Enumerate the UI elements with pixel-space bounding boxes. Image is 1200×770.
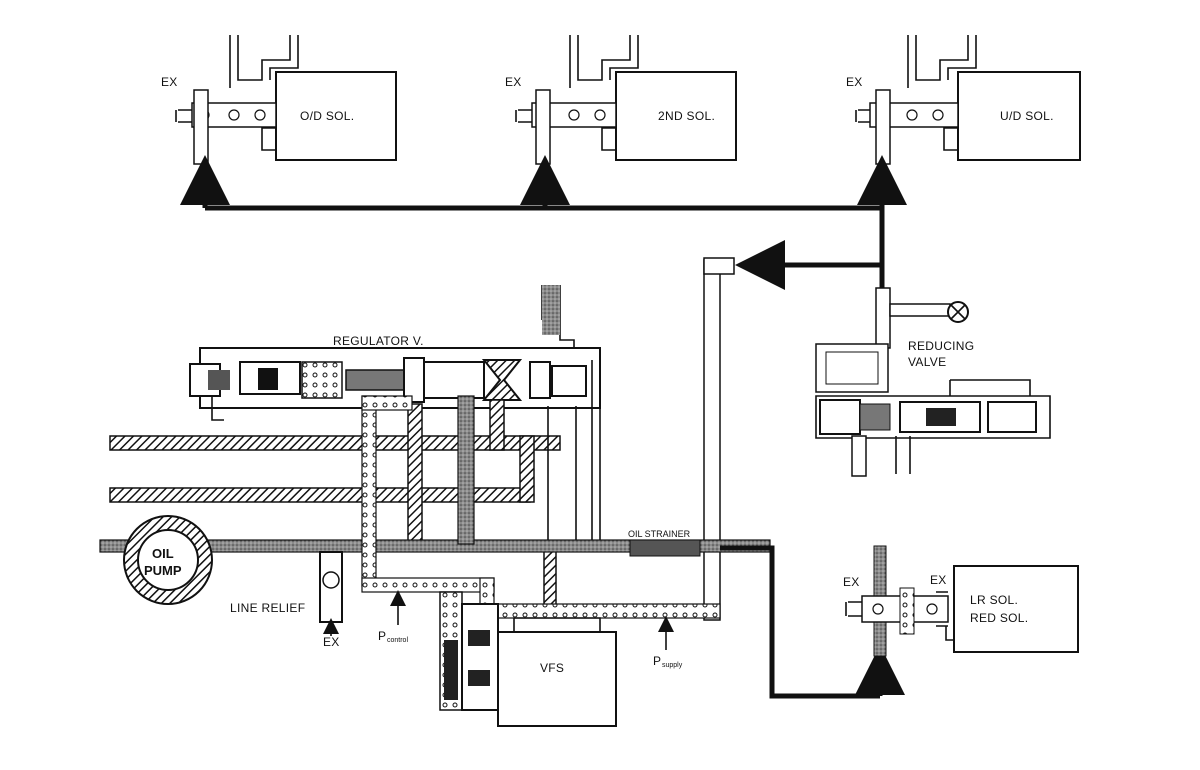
reducing-valve: REDUCING VALVE <box>815 287 1051 477</box>
second-solenoid: 2ND SOL. EX <box>505 35 737 165</box>
line-relief-label: LINE RELIEF <box>230 601 305 615</box>
oil-pump-label-2: PUMP <box>144 563 182 578</box>
supply-channel-vertical <box>703 257 735 621</box>
ud-sol-label: U/D SOL. <box>1000 109 1054 123</box>
lr-sol-label: LR SOL. <box>970 593 1018 607</box>
vfs-label: VFS <box>540 661 564 675</box>
second-sol-label: 2ND SOL. <box>658 109 715 123</box>
vfs-solenoid: VFS <box>439 591 617 727</box>
regulator-label: REGULATOR V. <box>333 334 424 348</box>
ud-solenoid: U/D SOL. EX <box>846 35 1081 165</box>
red-sol-label: RED SOL. <box>970 611 1028 625</box>
lr-ex-right-label: EX <box>930 573 947 587</box>
p-supply: P supply <box>653 616 683 669</box>
oil-pump: OIL PUMP <box>123 515 213 605</box>
od-solenoid: O/D SOL. EX <box>161 35 397 165</box>
reducing-label-1: REDUCING <box>908 339 974 353</box>
p-supply-main: P <box>653 654 661 668</box>
ud-ex-label: EX <box>846 75 863 89</box>
lr-red-solenoid: LR SOL. RED SOL. EX EX <box>843 545 1079 657</box>
p-supply-sub: supply <box>662 662 683 669</box>
hydraulic-lines: OIL STRAINER <box>99 360 905 699</box>
p-control: P control <box>378 590 408 644</box>
lr-ex-left-label: EX <box>843 575 860 589</box>
line-relief-valve: LINE RELIEF EX <box>230 551 343 649</box>
od-ex-label: EX <box>161 75 178 89</box>
p-control-sub: control <box>387 637 408 644</box>
reducing-label-2: VALVE <box>908 355 946 369</box>
oil-strainer-label: OIL STRAINER <box>628 529 691 539</box>
oil-pump-label-1: OIL <box>152 546 174 561</box>
p-control-main: P <box>378 629 386 643</box>
second-ex-label: EX <box>505 75 522 89</box>
od-sol-label: O/D SOL. <box>300 109 354 123</box>
solenoid-supply-line <box>180 155 907 290</box>
line-relief-ex-label: EX <box>323 635 340 649</box>
